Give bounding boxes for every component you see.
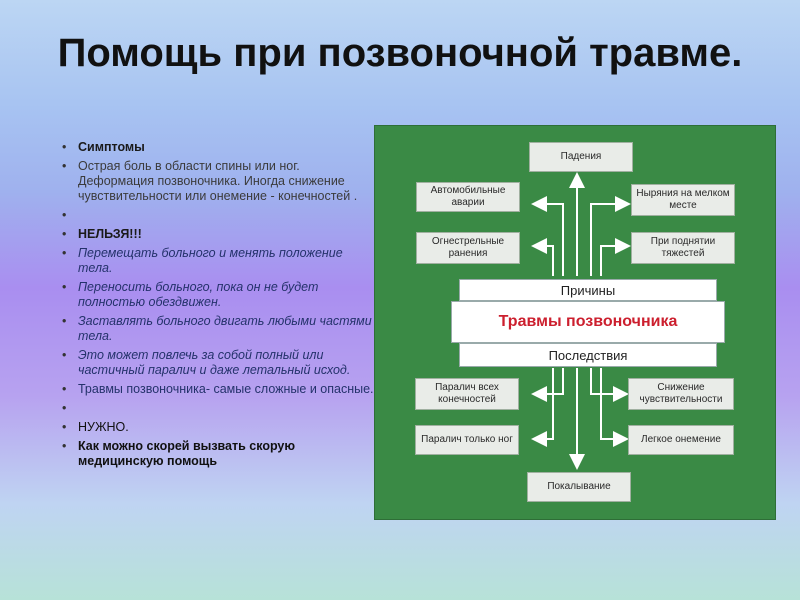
bullet-item: НУЖНО.: [62, 420, 374, 435]
arrow-to-car-accidents: [531, 196, 564, 276]
arrow-to-paralysis-all: [531, 368, 564, 402]
causes-band: Причины: [459, 279, 717, 301]
box-falls: Падения: [529, 142, 633, 172]
bullet-text: Заставлять больного двигать любыми частя…: [78, 314, 372, 343]
center-title-band: Травмы позвоночника: [451, 301, 725, 343]
box-paralysis-all: Паралич всех конечностей: [415, 378, 519, 410]
bullet-item: НЕЛЬЗЯ!!!: [62, 227, 374, 242]
bullet-item: [62, 401, 374, 416]
bullet-text: Травмы позвоночника- самые сложные и опа…: [78, 382, 374, 396]
bullet-list: СимптомыОстрая боль в области спины или …: [62, 140, 374, 473]
box-diving: Ныряния на мелком месте: [631, 184, 735, 216]
spinal-injury-diagram: Падения Автомобильные аварии Ныряния на …: [374, 125, 776, 520]
bullet-text: Как можно скорей вызвать скорую медицинс…: [78, 439, 296, 468]
consequences-band: Последствия: [459, 343, 717, 367]
bullet-item: [62, 208, 374, 223]
bullet-item: Перемещать больного и менять положение т…: [62, 246, 374, 276]
bullet-item: Острая боль в области спины или ног. Деф…: [62, 159, 374, 204]
arrow-to-paralysis-legs: [531, 368, 554, 447]
bullet-text: Острая боль в области спины или ног. Деф…: [78, 159, 358, 203]
box-car-accidents: Автомобильные аварии: [416, 182, 520, 212]
arrow-to-numbness: [600, 368, 629, 447]
slide-title: Помощь при позвоночной травме.: [57, 31, 743, 75]
bullet-text: Перемещать больного и менять положение т…: [78, 246, 343, 275]
diagram-arrows: [531, 172, 631, 470]
bullet-item: Это может повлечь за собой полный или ча…: [62, 348, 374, 378]
arrow-to-diving: [590, 196, 631, 276]
box-numbness: Легкое онемение: [628, 425, 734, 455]
bullet-text: НЕЛЬЗЯ!!!: [78, 227, 142, 241]
bullet-item: Травмы позвоночника- самые сложные и опа…: [62, 382, 374, 397]
box-tingling: Покалывание: [527, 472, 631, 502]
bullet-item: Как можно скорей вызвать скорую медицинс…: [62, 439, 374, 469]
arrow-to-lifting: [600, 238, 631, 276]
bullet-text: НУЖНО.: [78, 420, 129, 434]
arrow-to-sensitivity: [590, 368, 629, 402]
box-gunshot: Огнестрельные ранения: [416, 232, 520, 264]
box-paralysis-legs: Паралич только ног: [415, 425, 519, 455]
bullet-item: Переносить больного, пока он не будет по…: [62, 280, 374, 310]
bullet-text: Это может повлечь за собой полный или ча…: [78, 348, 351, 377]
bullet-item: Заставлять больного двигать любыми частя…: [62, 314, 374, 344]
bullet-text: Переносить больного, пока он не будет по…: [78, 280, 319, 309]
box-lifting: При поднятии тяжестей: [631, 232, 735, 264]
bullet-text: Симптомы: [78, 140, 145, 154]
bullet-item: Симптомы: [62, 140, 374, 155]
arrow-to-gunshot: [531, 238, 554, 276]
box-sensitivity: Снижение чувствительности: [628, 378, 734, 410]
